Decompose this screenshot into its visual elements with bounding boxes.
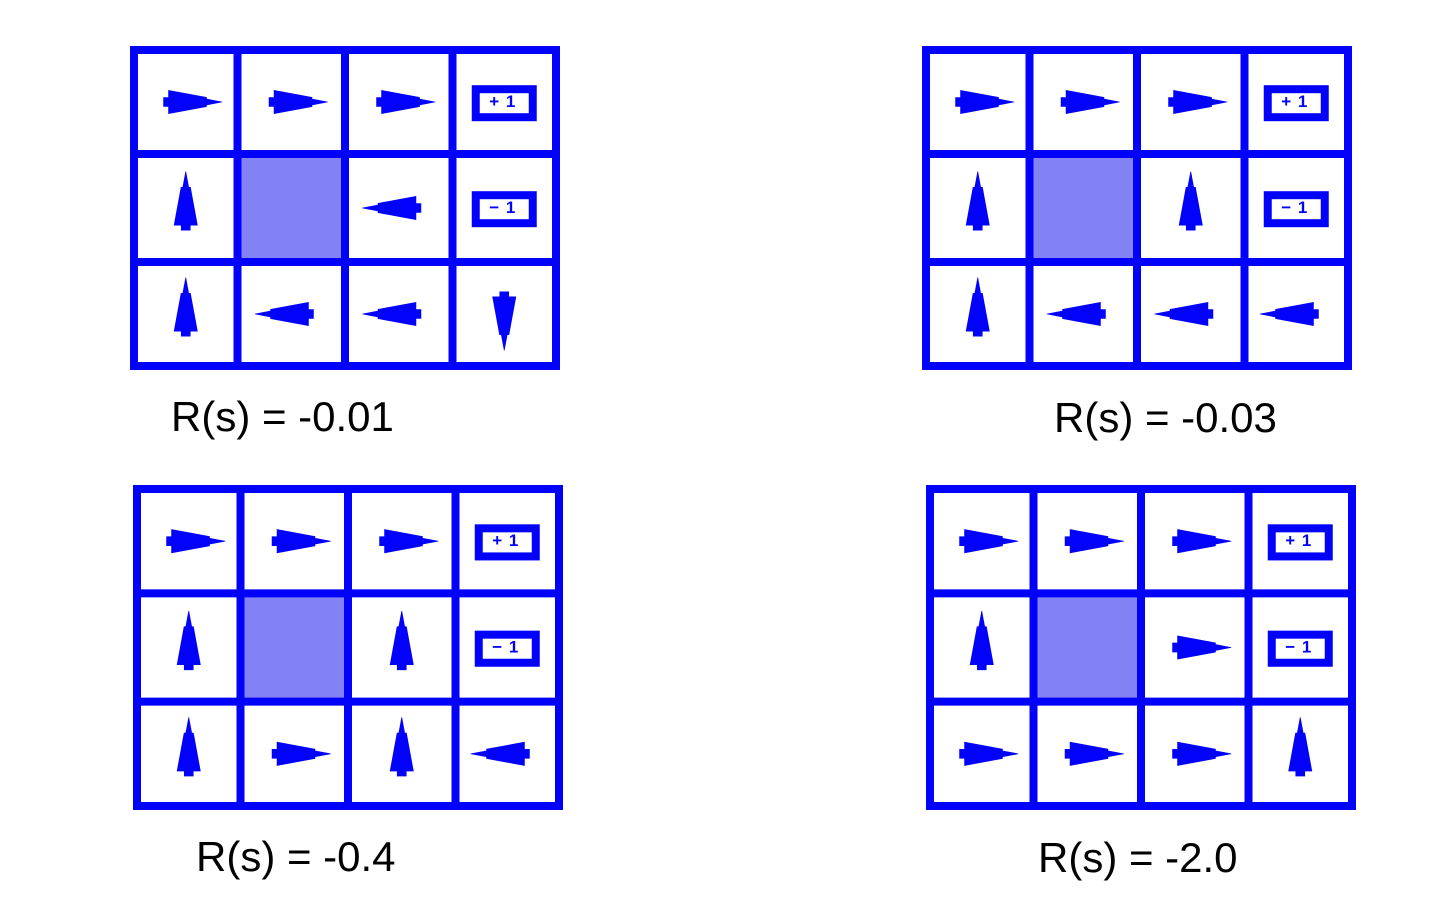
svg-text:− 1: − 1	[489, 198, 516, 217]
svg-text:+ 1: + 1	[489, 92, 516, 111]
svg-text:− 1: − 1	[1285, 637, 1312, 656]
svg-text:− 1: − 1	[1281, 198, 1308, 217]
svg-text:− 1: − 1	[492, 637, 519, 656]
svg-text:+ 1: + 1	[1281, 92, 1308, 111]
svg-text:+ 1: + 1	[492, 531, 519, 550]
svg-text:+ 1: + 1	[1285, 531, 1312, 550]
